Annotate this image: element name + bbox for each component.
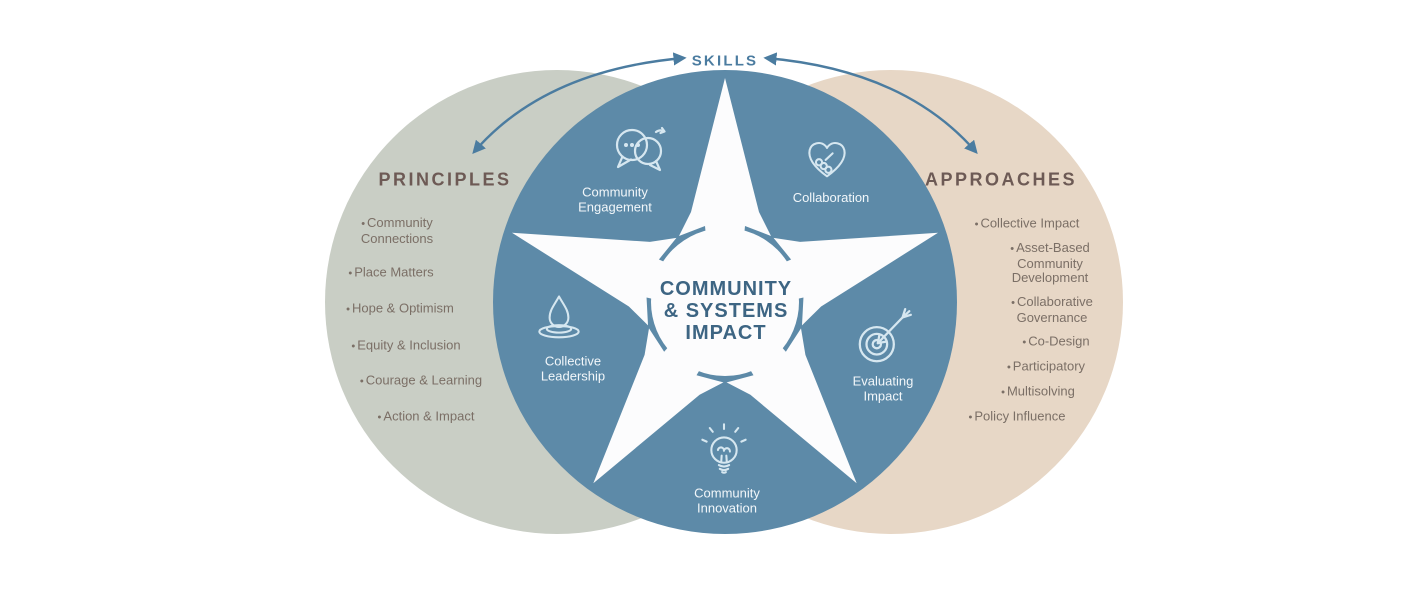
approaches-heading: APPROACHES — [924, 169, 1078, 190]
list-item: •Multisolving — [1001, 383, 1075, 399]
bullet-icon: • — [359, 375, 364, 388]
star-shape — [497, 78, 953, 511]
list-item: •Policy Influence — [968, 408, 1066, 424]
node-label-community-engagement: Community Engagement — [578, 184, 652, 214]
bullet-icon: • — [1010, 242, 1015, 255]
bullet-icon: • — [974, 218, 979, 231]
target-arrow-icon — [858, 307, 912, 363]
bullet-icon: • — [968, 411, 973, 424]
bullet-icon: • — [1006, 361, 1011, 374]
list-item: •Action & Impact — [377, 408, 475, 424]
list-item: •Collaborative Governance — [1011, 294, 1093, 325]
principles-heading: PRINCIPLES — [378, 169, 512, 190]
bullet-icon: • — [377, 411, 382, 424]
node-label-collective-leadership: Collective Leadership — [540, 353, 606, 383]
bullet-icon: • — [1011, 297, 1015, 309]
bullet-icon: • — [346, 303, 350, 316]
bullet-icon: • — [351, 340, 356, 353]
node-label-evaluating-impact: Evaluating Impact — [852, 373, 914, 403]
bullet-icon: • — [348, 267, 353, 280]
list-item: •Collective Impact — [974, 215, 1080, 231]
list-item: •Equity & Inclusion — [351, 337, 461, 353]
list-item: •Community Connections — [360, 215, 434, 246]
speech-bubbles-icon — [615, 126, 666, 172]
bullet-icon: • — [1022, 336, 1027, 349]
heart-handshake-icon — [808, 142, 846, 178]
list-item: •Asset-Based Community Development — [1010, 239, 1090, 285]
bullet-icon: • — [1001, 386, 1005, 399]
list-item: •Courage & Learning — [359, 372, 483, 388]
list-item: •Co-Design — [1022, 333, 1090, 349]
list-item: •Participatory — [1006, 358, 1086, 374]
water-drop-ripple-icon — [538, 295, 580, 339]
skills-heading: SKILLS — [691, 52, 759, 70]
lightbulb-icon — [701, 423, 747, 474]
list-item: •Place Matters — [348, 264, 434, 280]
bullet-icon: • — [361, 218, 366, 230]
list-item: •Hope & Optimism — [346, 300, 454, 316]
node-label-collaboration: Collaboration — [792, 189, 870, 205]
center-title: COMMUNITY & SYSTEMS IMPACT — [659, 278, 793, 344]
node-label-community-innovation: Community Innovation — [694, 485, 760, 515]
